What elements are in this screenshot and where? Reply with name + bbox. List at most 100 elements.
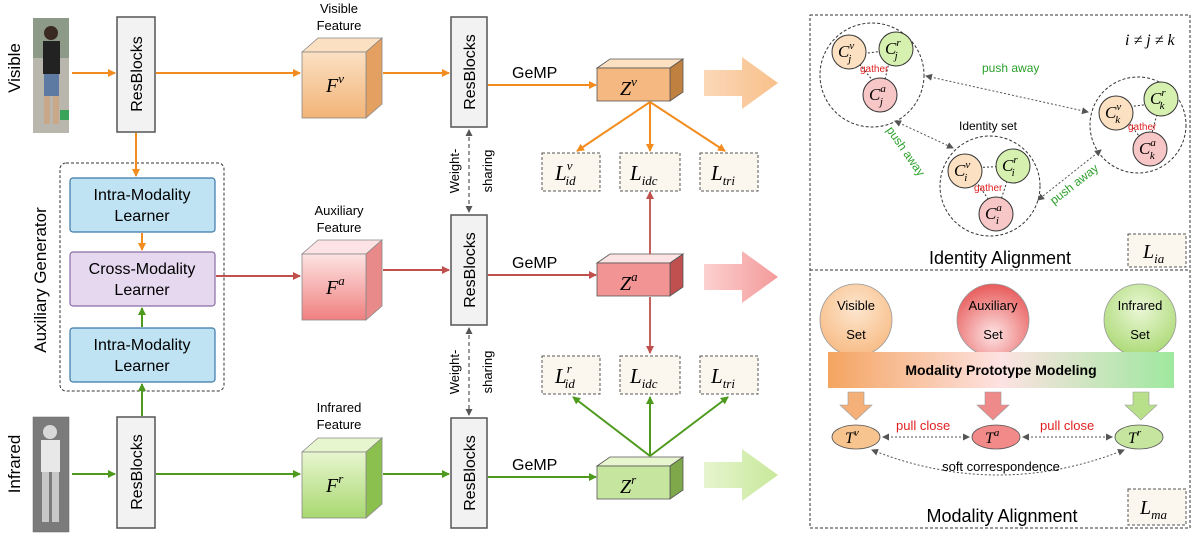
gemp-label-auxiliary: GeMP — [512, 255, 557, 272]
modality-prototype-bar: Modality Prototype Modeling — [828, 352, 1174, 388]
svg-text:Set: Set — [1130, 327, 1150, 342]
resblocks-infrared-1: ResBlocks — [116, 416, 156, 529]
svg-text:Lia: Lia — [1142, 241, 1165, 266]
svg-text:ResBlocks: ResBlocks — [129, 36, 146, 112]
svg-text:gather: gather — [1128, 122, 1157, 133]
svg-text:Fa: Fa — [325, 273, 345, 299]
soft-correspondence-arc — [871, 448, 1125, 476]
svg-text:Modality Prototype Modeling: Modality Prototype Modeling — [905, 362, 1096, 378]
infrared-input-label: Infrared — [5, 435, 24, 494]
resblocks-shared-auxiliary: ResBlocks — [450, 214, 488, 326]
svg-text:Cri: Cri — [1002, 154, 1018, 179]
svg-text:Learner: Learner — [114, 358, 170, 375]
gemp-label-infrared: GeMP — [512, 457, 557, 474]
big-arrow-auxiliary — [704, 251, 778, 303]
resblocks-shared-visible: ResBlocks — [450, 16, 488, 128]
svg-text:Learner: Learner — [114, 208, 170, 225]
visible-feature-cube: Visible Feature Fv — [300, 1, 384, 119]
svg-text:ResBlocks: ResBlocks — [462, 232, 479, 308]
svg-text:Lidc: Lidc — [629, 161, 658, 188]
push-away-label-left: push away — [884, 124, 928, 179]
svg-text:Visible: Visible — [320, 1, 358, 16]
svg-text:Lma: Lma — [1139, 497, 1168, 522]
visible-set-circle: Visible Set — [819, 283, 893, 357]
svg-text:Lidc: Lidc — [629, 364, 658, 391]
svg-text:Caj: Caj — [869, 83, 886, 108]
svg-text:Fr: Fr — [325, 471, 344, 497]
loss-ia: Lia — [1127, 233, 1187, 268]
svg-text:Feature: Feature — [317, 220, 362, 235]
weight-sharing-top: Weight- sharing — [447, 129, 495, 213]
svg-text:Fv: Fv — [325, 71, 344, 97]
svg-text:Cross-Modality: Cross-Modality — [89, 261, 196, 278]
svg-text:Crk: Crk — [1150, 87, 1166, 112]
svg-text:Cvi: Cvi — [954, 159, 970, 184]
pooled-auxiliary-z: Za — [595, 253, 685, 297]
weight-sharing-bottom: Weight- sharing — [447, 327, 495, 416]
svg-text:Tr: Tr — [1128, 427, 1142, 447]
svg-text:Zv: Zv — [620, 74, 637, 100]
push-away-label-right: push away — [1047, 161, 1101, 207]
svg-text:Auxiliary: Auxiliary — [968, 298, 1018, 313]
identity-set-label: Identity set — [959, 119, 1018, 133]
big-arrow-visible — [704, 57, 778, 109]
svg-text:Infrared: Infrared — [317, 400, 362, 415]
auxiliary-feature-cube: Auxiliary Feature Fa — [300, 203, 384, 321]
down-arrow-auxiliary — [976, 391, 1010, 421]
svg-text:Ltri: Ltri — [710, 364, 735, 391]
auxiliary-generator-label: Auxiliary Generator — [31, 207, 50, 353]
svg-text:Zr: Zr — [620, 472, 637, 498]
resblocks-shared-infrared: ResBlocks — [450, 417, 488, 529]
pooled-infrared-z: Zr — [595, 456, 685, 500]
soft-correspondence-label: soft correspondence — [942, 459, 1060, 474]
svg-text:Weight-: Weight- — [447, 149, 462, 194]
svg-text:Cvk: Cvk — [1105, 101, 1121, 126]
svg-text:gather: gather — [974, 183, 1003, 194]
loss-tri-top: Ltri — [699, 152, 759, 192]
prototype-auxiliary: Ta — [971, 424, 1021, 450]
pull-close-label-right: pull close — [1040, 418, 1094, 433]
prototype-infrared: Tr — [1114, 424, 1164, 450]
svg-text:Visible: Visible — [837, 298, 875, 313]
push-away-label-top: push away — [982, 61, 1039, 75]
svg-text:Tv: Tv — [845, 427, 859, 447]
svg-text:Weight-: Weight- — [447, 350, 462, 395]
svg-text:sharing: sharing — [480, 150, 495, 193]
svg-text:Feature: Feature — [317, 18, 362, 33]
svg-text:gather: gather — [860, 64, 889, 75]
svg-text:Set: Set — [846, 327, 866, 342]
auxiliary-set-circle: Auxiliary Set — [956, 283, 1030, 357]
svg-text:Cai: Cai — [985, 202, 1002, 227]
cross-modality-learner: Cross-Modality Learner — [69, 251, 216, 307]
svg-text:Za: Za — [620, 269, 638, 295]
svg-text:Learner: Learner — [114, 282, 170, 299]
svg-text:Crj: Crj — [885, 37, 901, 62]
svg-text:sharing: sharing — [480, 351, 495, 394]
down-arrow-infrared — [1124, 391, 1158, 421]
modality-alignment-title: Modality Alignment — [926, 506, 1077, 526]
infrared-set-circle: Infrared Set — [1103, 283, 1177, 357]
alignment-panel — [809, 14, 1191, 529]
down-arrow-visible — [839, 391, 873, 421]
prototype-visible: Tv — [831, 424, 881, 450]
pull-close-label-left: pull close — [896, 418, 950, 433]
loss-idc-bottom: Lidc — [619, 355, 681, 395]
visible-input-label: Visible — [5, 43, 24, 93]
svg-text:Ta: Ta — [985, 427, 1000, 447]
visible-person-image — [33, 18, 69, 133]
loss-ma: Lma — [1127, 488, 1187, 526]
infrared-feature-cube: Infrared Feature Fr — [300, 400, 384, 519]
infrared-person-image — [32, 416, 70, 533]
svg-text:Infrared: Infrared — [1118, 298, 1163, 313]
identity-condition: i ≠ j ≠ k — [1125, 32, 1175, 49]
intra-modality-learner-top: Intra-Modality Learner — [69, 177, 216, 233]
intra-modality-learner-bottom: Intra-Modality Learner — [69, 327, 216, 383]
loss-idc-top: Lidc — [619, 152, 681, 192]
